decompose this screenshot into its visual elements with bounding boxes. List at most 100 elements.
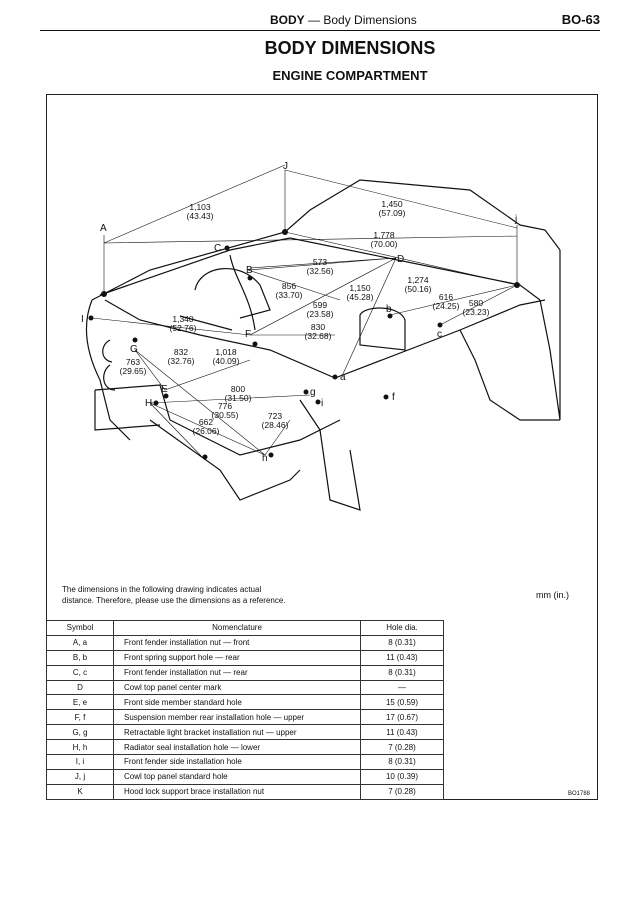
hole-markers: [88, 229, 520, 460]
cell-nomenclature: Radiator seal installation hole — lower: [113, 739, 361, 756]
dim-in: (29.65): [120, 366, 147, 376]
cell-nomenclature: Front fender installation nut — front: [113, 634, 361, 651]
dim-mm: 599: [313, 300, 327, 310]
dim-in: (45.28): [347, 292, 374, 302]
point-J: J: [283, 161, 288, 172]
dim-in: (28.46): [262, 420, 289, 430]
cell-hole-dia: 11 (0.43): [360, 649, 444, 666]
dim-in: (43.43): [187, 211, 214, 221]
note-line: distance. Therefore, please use the dime…: [62, 596, 286, 605]
point-I: I: [81, 314, 84, 325]
dim-mm: 1,150: [349, 283, 371, 293]
cell-symbol: C, c: [46, 664, 114, 681]
dim-in: (24.25): [433, 301, 460, 311]
cell-hole-dia: 11 (0.43): [360, 724, 444, 741]
dim-mm: 616: [439, 292, 453, 302]
point-E: E: [161, 384, 168, 395]
dim-in: (23.23): [463, 307, 490, 317]
dim-mm: 1,450: [381, 199, 403, 209]
cell-nomenclature: Front fender side installation hole: [113, 754, 361, 770]
section-name: BODY: [270, 13, 305, 27]
dim-mm: 1,274: [407, 275, 429, 285]
dim-in: (32.56): [307, 266, 334, 276]
dim-mm: 1,340: [172, 314, 194, 324]
cell-hole-dia: 15 (0.59): [360, 694, 444, 711]
cell-symbol: G, g: [46, 724, 114, 741]
dim-in: (52.76): [170, 323, 197, 333]
dim-in: (31.50): [225, 393, 252, 403]
cell-nomenclature: Suspension member rear installation hole…: [113, 709, 361, 726]
header-section: BODY — Body Dimensions: [270, 13, 417, 27]
col-hole-dia: Hole dia.: [360, 620, 444, 636]
cell-nomenclature: Cowl top panel standard hole: [113, 768, 361, 785]
col-symbol: Symbol: [46, 620, 114, 636]
page-number: BO-63: [561, 12, 600, 27]
dim-in: (70.00): [371, 239, 398, 249]
point-G: G: [130, 344, 138, 355]
point-labels: J A j C D B b c I F G a E g H i f h: [81, 161, 517, 464]
cell-nomenclature: Front fender installation nut — rear: [113, 664, 361, 681]
figure-frame: [46, 94, 598, 800]
point-b: b: [386, 304, 392, 315]
dim-in: (40.09): [213, 356, 240, 366]
figure-code: BO1788: [568, 791, 591, 797]
point-C: C: [214, 243, 221, 254]
dim-mm: 573: [313, 257, 327, 267]
point-F: F: [245, 329, 251, 340]
note-line: The dimensions in the following drawing …: [62, 585, 262, 594]
cell-symbol: B, b: [46, 649, 114, 666]
point-a: a: [340, 372, 346, 383]
cell-nomenclature: Retractable light bracket installation n…: [113, 724, 361, 741]
cell-hole-dia: 10 (0.39): [360, 768, 444, 785]
dim-in: (23.58): [307, 309, 334, 319]
cell-symbol: H, h: [46, 739, 114, 756]
cell-hole-dia: 17 (0.67): [360, 709, 444, 726]
dim-mm: 856: [282, 281, 296, 291]
units-label: mm (in.): [536, 590, 569, 600]
page-title: BODY DIMENSIONS: [264, 38, 436, 58]
dim-mm: 832: [174, 347, 188, 357]
dim-in: (30.55): [212, 410, 239, 420]
cell-hole-dia: 8 (0.31): [360, 754, 444, 770]
point-j: j: [514, 214, 517, 225]
dim-in: (57.09): [379, 208, 406, 218]
point-A: A: [100, 223, 107, 234]
cell-hole-dia: 8 (0.31): [360, 634, 444, 651]
dim-in: (33.70): [276, 290, 303, 300]
separator: —: [308, 13, 321, 27]
dim-mm: 776: [218, 401, 232, 411]
cell-nomenclature: Front side member standard hole: [113, 694, 361, 711]
dimension-lines: [91, 164, 518, 461]
cell-symbol: J, j: [46, 768, 114, 785]
point-c: c: [437, 329, 442, 340]
dim-mm: 580: [469, 298, 483, 308]
page-header: BODY — Body Dimensions BO-63: [40, 12, 600, 31]
col-nomenclature: Nomenclature: [113, 620, 361, 636]
dim-mm: 800: [231, 384, 245, 394]
dim-mm: 662: [199, 417, 213, 427]
page-subtitle: ENGINE COMPARTMENT: [272, 68, 428, 83]
cell-hole-dia: 7 (0.28): [360, 783, 444, 800]
dim-mm: 830: [311, 322, 325, 332]
point-i: i: [321, 398, 323, 409]
reference-note: The dimensions in the following drawing …: [62, 584, 286, 606]
dim-in: (50.16): [405, 284, 432, 294]
cell-symbol: F, f: [46, 709, 114, 726]
point-B: B: [246, 265, 253, 276]
cell-symbol: I, i: [46, 754, 114, 770]
topic: Body Dimensions: [323, 13, 417, 27]
cell-symbol: K: [46, 783, 114, 800]
